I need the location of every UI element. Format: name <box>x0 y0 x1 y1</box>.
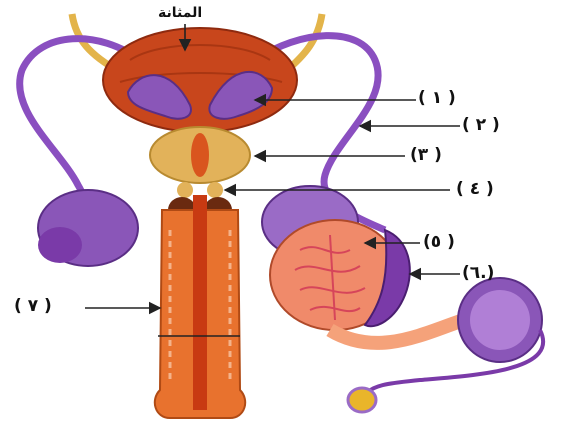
label-5: (٥ ) <box>423 234 455 251</box>
urethra <box>193 195 207 410</box>
sperm-head <box>348 388 376 412</box>
label-2: ( ٢ ) <box>462 117 500 134</box>
label-7: ( ٧ ) <box>14 298 52 315</box>
bladder-title: المثانة <box>158 6 202 20</box>
label-4: ( ٤ ) <box>456 181 494 198</box>
label-6: (٦.) <box>462 265 494 282</box>
label-3: (٣ ) <box>410 147 442 164</box>
label-1: ( ١ ) <box>418 90 456 107</box>
